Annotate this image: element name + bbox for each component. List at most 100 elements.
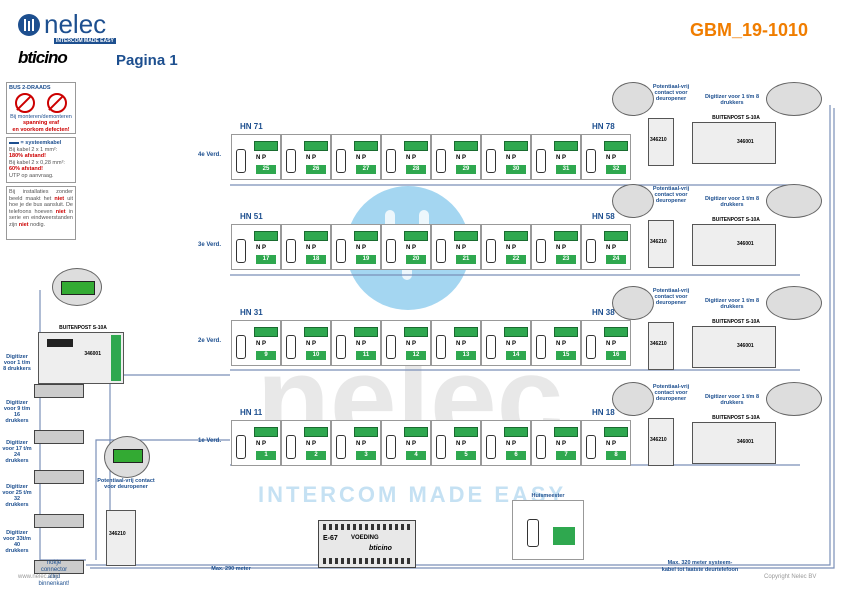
floor-start-number: HN 31 [240,308,263,317]
terminal-n-label: N [306,245,311,251]
terminal-n-label: N [606,441,611,447]
digitizer-label: Digitizer voor 1 t/m 8 drukkers [704,298,760,310]
relay-module: 346210 [648,220,674,268]
terminal-p-label: P [262,155,267,161]
floor-label: 4e Verd. [198,152,222,158]
terminal-p-label: P [612,441,617,447]
terminal-n-label: N [306,155,311,161]
terminal-block-icon [504,141,528,151]
install-note-text-d: nodig. [28,221,46,228]
terminal-block-icon [504,327,528,337]
relay-label: Potentiaal-vrij contact voor deuropener [652,186,690,204]
install-note-niet-3: niet [18,221,29,228]
distance-right-2: kabel tot laatste deurtelefoon [661,567,739,573]
terminal-n-label: N [606,245,611,251]
handset-icon [236,149,246,173]
install-note-niet-2: niet [55,208,66,215]
digitizer-zoom [766,82,822,116]
handset-icon [436,435,446,459]
unit-number: 25 [256,165,276,174]
terminal-n-label: N [356,441,361,447]
terminal-n-label: N [256,245,261,251]
terminal-n-label: N [556,341,561,347]
terminal-p-label: P [562,245,567,251]
terminal-p-label: P [462,155,467,161]
terminal-p-label: P [362,155,367,161]
terminal-n-label: N [456,441,461,447]
floor-start-number: HN 11 [240,408,263,417]
install-note-niet-1: niet [54,195,65,202]
handset-icon [286,239,296,263]
terminal-n-label: N [456,245,461,251]
unit-number: 3 [356,451,376,460]
left-outdoor-post: 346001 [38,332,124,384]
outdoor-post: 346001 [692,122,776,164]
cable-note-title: = systeemkabel [20,140,62,146]
unit-number: 31 [556,165,576,174]
nelec-logo-word: nelec [44,9,107,39]
unit-number: 2 [306,451,326,460]
terminal-p-label: P [262,441,267,447]
floor-end-number: HN 58 [592,212,615,221]
bottom-relay-zoom [104,436,150,478]
terminal-n-label: N [406,155,411,161]
terminal-p-label: P [412,341,417,347]
unit-number: 15 [556,351,576,360]
terminal-block-icon [404,327,428,337]
handset-icon [336,149,346,173]
left-digitizer-zoom [52,268,102,306]
terminal-block-icon [504,427,528,437]
terminal-block-icon [304,141,328,151]
terminal-block-icon [554,427,578,437]
handset-icon [286,335,296,359]
cable-note-line-3: Bij kabel 2 x 0,28 mm²: [9,159,65,166]
handset-icon [436,149,446,173]
terminal-n-label: N [306,441,311,447]
caretaker-terminal [553,527,575,545]
unit-number: 16 [606,351,626,360]
terminal-block-icon [304,231,328,241]
handset-icon [486,149,496,173]
terminal-block-icon [554,231,578,241]
unit-number: 27 [356,165,376,174]
nelec-logo-tagline: INTERCOM MADE EASY [54,38,116,44]
post-label: BUITENPOST S-10A [712,415,760,421]
handset-icon [436,239,446,263]
install-note-text-c: in serie en eindweerstanden zijn [9,208,73,228]
unit-number: 14 [506,351,526,360]
apartment-unit: N P 15 [531,320,581,366]
terminal-n-label: N [256,441,261,447]
handset-icon [386,335,396,359]
terminal-block-icon [454,141,478,151]
terminal-block-icon [254,327,278,337]
terminal-p-label: P [612,155,617,161]
terminal-n-label: N [606,155,611,161]
unit-number: 13 [456,351,476,360]
terminal-n-label: N [356,245,361,251]
caretaker-box: Huismeester [512,493,584,560]
terminal-block-icon [604,231,628,241]
cable-note: = systeemkabel Bij kabel 2 x 1 mm²: 180%… [6,137,76,183]
terminal-n-label: N [306,341,311,347]
warning-line-1: Bij monteren/demonteren [10,113,72,120]
terminal-block-icon [304,427,328,437]
terminal-p-label: P [562,341,567,347]
unit-number: 24 [606,255,626,264]
handset-icon [536,149,546,173]
floor-end-number: HN 78 [592,122,615,131]
handset-icon [236,239,246,263]
digitizer-zoom [766,286,822,320]
floor-end-number: HN 38 [592,308,615,317]
unit-number: 7 [556,451,576,460]
